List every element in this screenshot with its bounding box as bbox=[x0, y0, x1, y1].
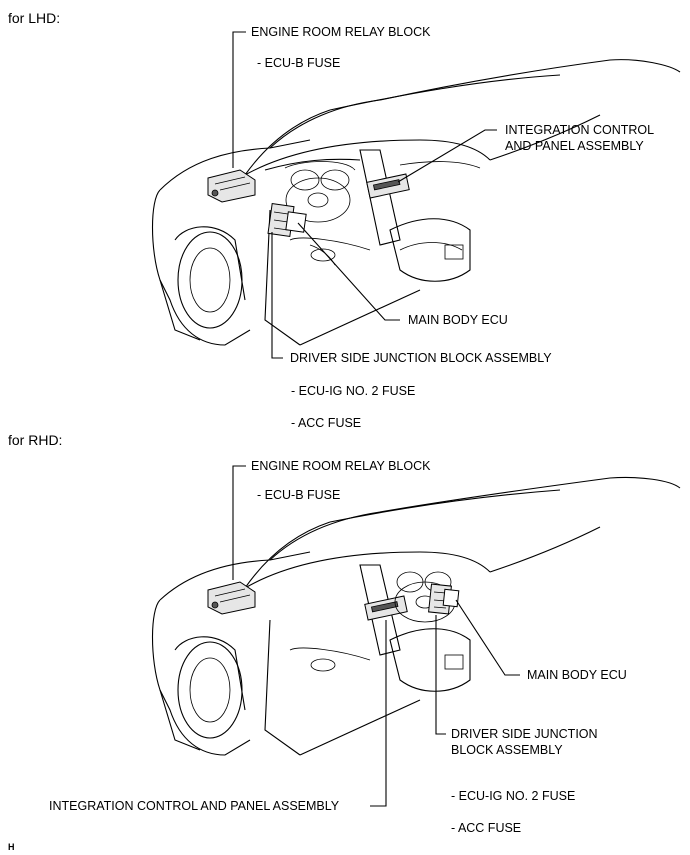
lhd-heading: for LHD: bbox=[8, 10, 61, 26]
rhd-leader-lines bbox=[232, 465, 520, 807]
rhd-vehicle-drawing bbox=[151, 476, 681, 756]
lhd-driver-side-junction-block-label: DRIVER SIDE JUNCTION BLOCK ASSEMBLY bbox=[290, 351, 552, 365]
lhd-ecu-ig-no2-fuse-label: - ECU-IG NO. 2 FUSE bbox=[291, 384, 416, 398]
rhd-ecu-ig-no2-fuse-label: - ECU-IG NO. 2 FUSE bbox=[451, 789, 576, 803]
lhd-integration-control-label-line2: AND PANEL ASSEMBLY bbox=[505, 139, 644, 153]
lhd-main-body-ecu-label: MAIN BODY ECU bbox=[408, 313, 508, 327]
footer-mark: H bbox=[8, 842, 15, 852]
rhd-heading: for RHD: bbox=[8, 432, 63, 448]
lhd-acc-fuse-label: - ACC FUSE bbox=[291, 416, 362, 430]
rhd-main-body-ecu-label: MAIN BODY ECU bbox=[527, 668, 627, 682]
rhd-ecu-b-fuse-label: - ECU-B FUSE bbox=[257, 488, 341, 502]
rhd-driver-side-junction-label-line1: DRIVER SIDE JUNCTION bbox=[451, 727, 598, 741]
lhd-ecu-b-fuse-label: - ECU-B FUSE bbox=[257, 56, 341, 70]
lhd-integration-control-label-line1: INTEGRATION CONTROL bbox=[505, 123, 655, 137]
rhd-acc-fuse-label: - ACC FUSE bbox=[451, 821, 522, 835]
rhd-driver-side-junction-label-line2: BLOCK ASSEMBLY bbox=[451, 743, 563, 757]
rhd-integration-control-label: INTEGRATION CONTROL AND PANEL ASSEMBLY bbox=[49, 799, 340, 813]
rhd-engine-room-relay-block-label: ENGINE ROOM RELAY BLOCK bbox=[251, 459, 431, 473]
lhd-engine-room-relay-block-label: ENGINE ROOM RELAY BLOCK bbox=[251, 25, 431, 39]
lhd-leader-lines bbox=[232, 31, 497, 359]
lhd-vehicle-drawing bbox=[151, 59, 681, 346]
